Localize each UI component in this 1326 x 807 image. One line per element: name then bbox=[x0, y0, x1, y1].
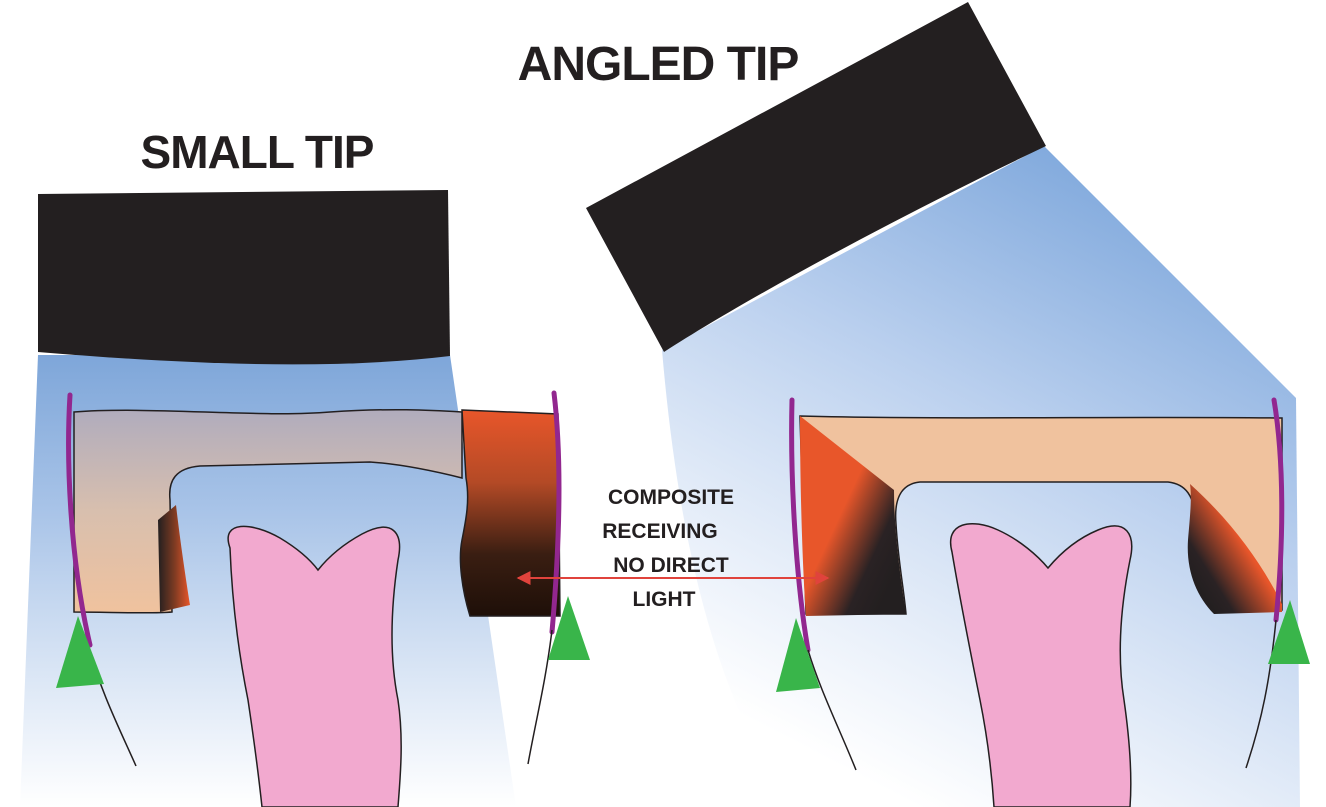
wedge-icon-left-distal bbox=[548, 596, 590, 660]
matrix-band-left-mesial bbox=[66, 392, 93, 648]
curing-light-tip-right bbox=[586, 2, 1046, 352]
curing-light-tip-left bbox=[38, 190, 450, 365]
gingiva-line-left-2 bbox=[527, 629, 553, 765]
gingiva-line-right-1 bbox=[807, 649, 857, 771]
gingiva-line-right-2 bbox=[1245, 619, 1277, 769]
uncured-composite-right-mesial bbox=[800, 416, 906, 616]
annotation-line-4: LIGHT bbox=[633, 588, 696, 611]
matrix-band-right-mesial bbox=[789, 397, 811, 653]
annotation-line-3: NO DIRECT bbox=[613, 554, 729, 577]
annotation-line-2: RECEIVING bbox=[602, 520, 718, 543]
uncured-composite-left bbox=[459, 409, 561, 617]
wedge-icon-left-mesial bbox=[56, 616, 104, 688]
matrix-band-right-distal bbox=[1271, 397, 1285, 623]
wedge-icon-right-mesial bbox=[776, 618, 820, 692]
uncured-composite-right-distal bbox=[1187, 484, 1282, 614]
wedge-icon-right-distal bbox=[1268, 600, 1310, 664]
title-angled-tip: ANGLED TIP bbox=[518, 38, 799, 91]
angled-tip-panel bbox=[586, 2, 1310, 807]
title-small-tip: SMALL TIP bbox=[141, 126, 374, 178]
pulp-left bbox=[227, 525, 402, 807]
pulp-right bbox=[949, 523, 1133, 807]
annotation-text: COMPOSITE RECEIVING NO DIRECT LIGHT bbox=[602, 486, 734, 611]
matrix-band-left-distal bbox=[549, 390, 562, 635]
small-tip-panel bbox=[20, 190, 590, 807]
shadow-corner-left-inner bbox=[158, 505, 190, 612]
annotation-line-1: COMPOSITE bbox=[608, 486, 734, 509]
